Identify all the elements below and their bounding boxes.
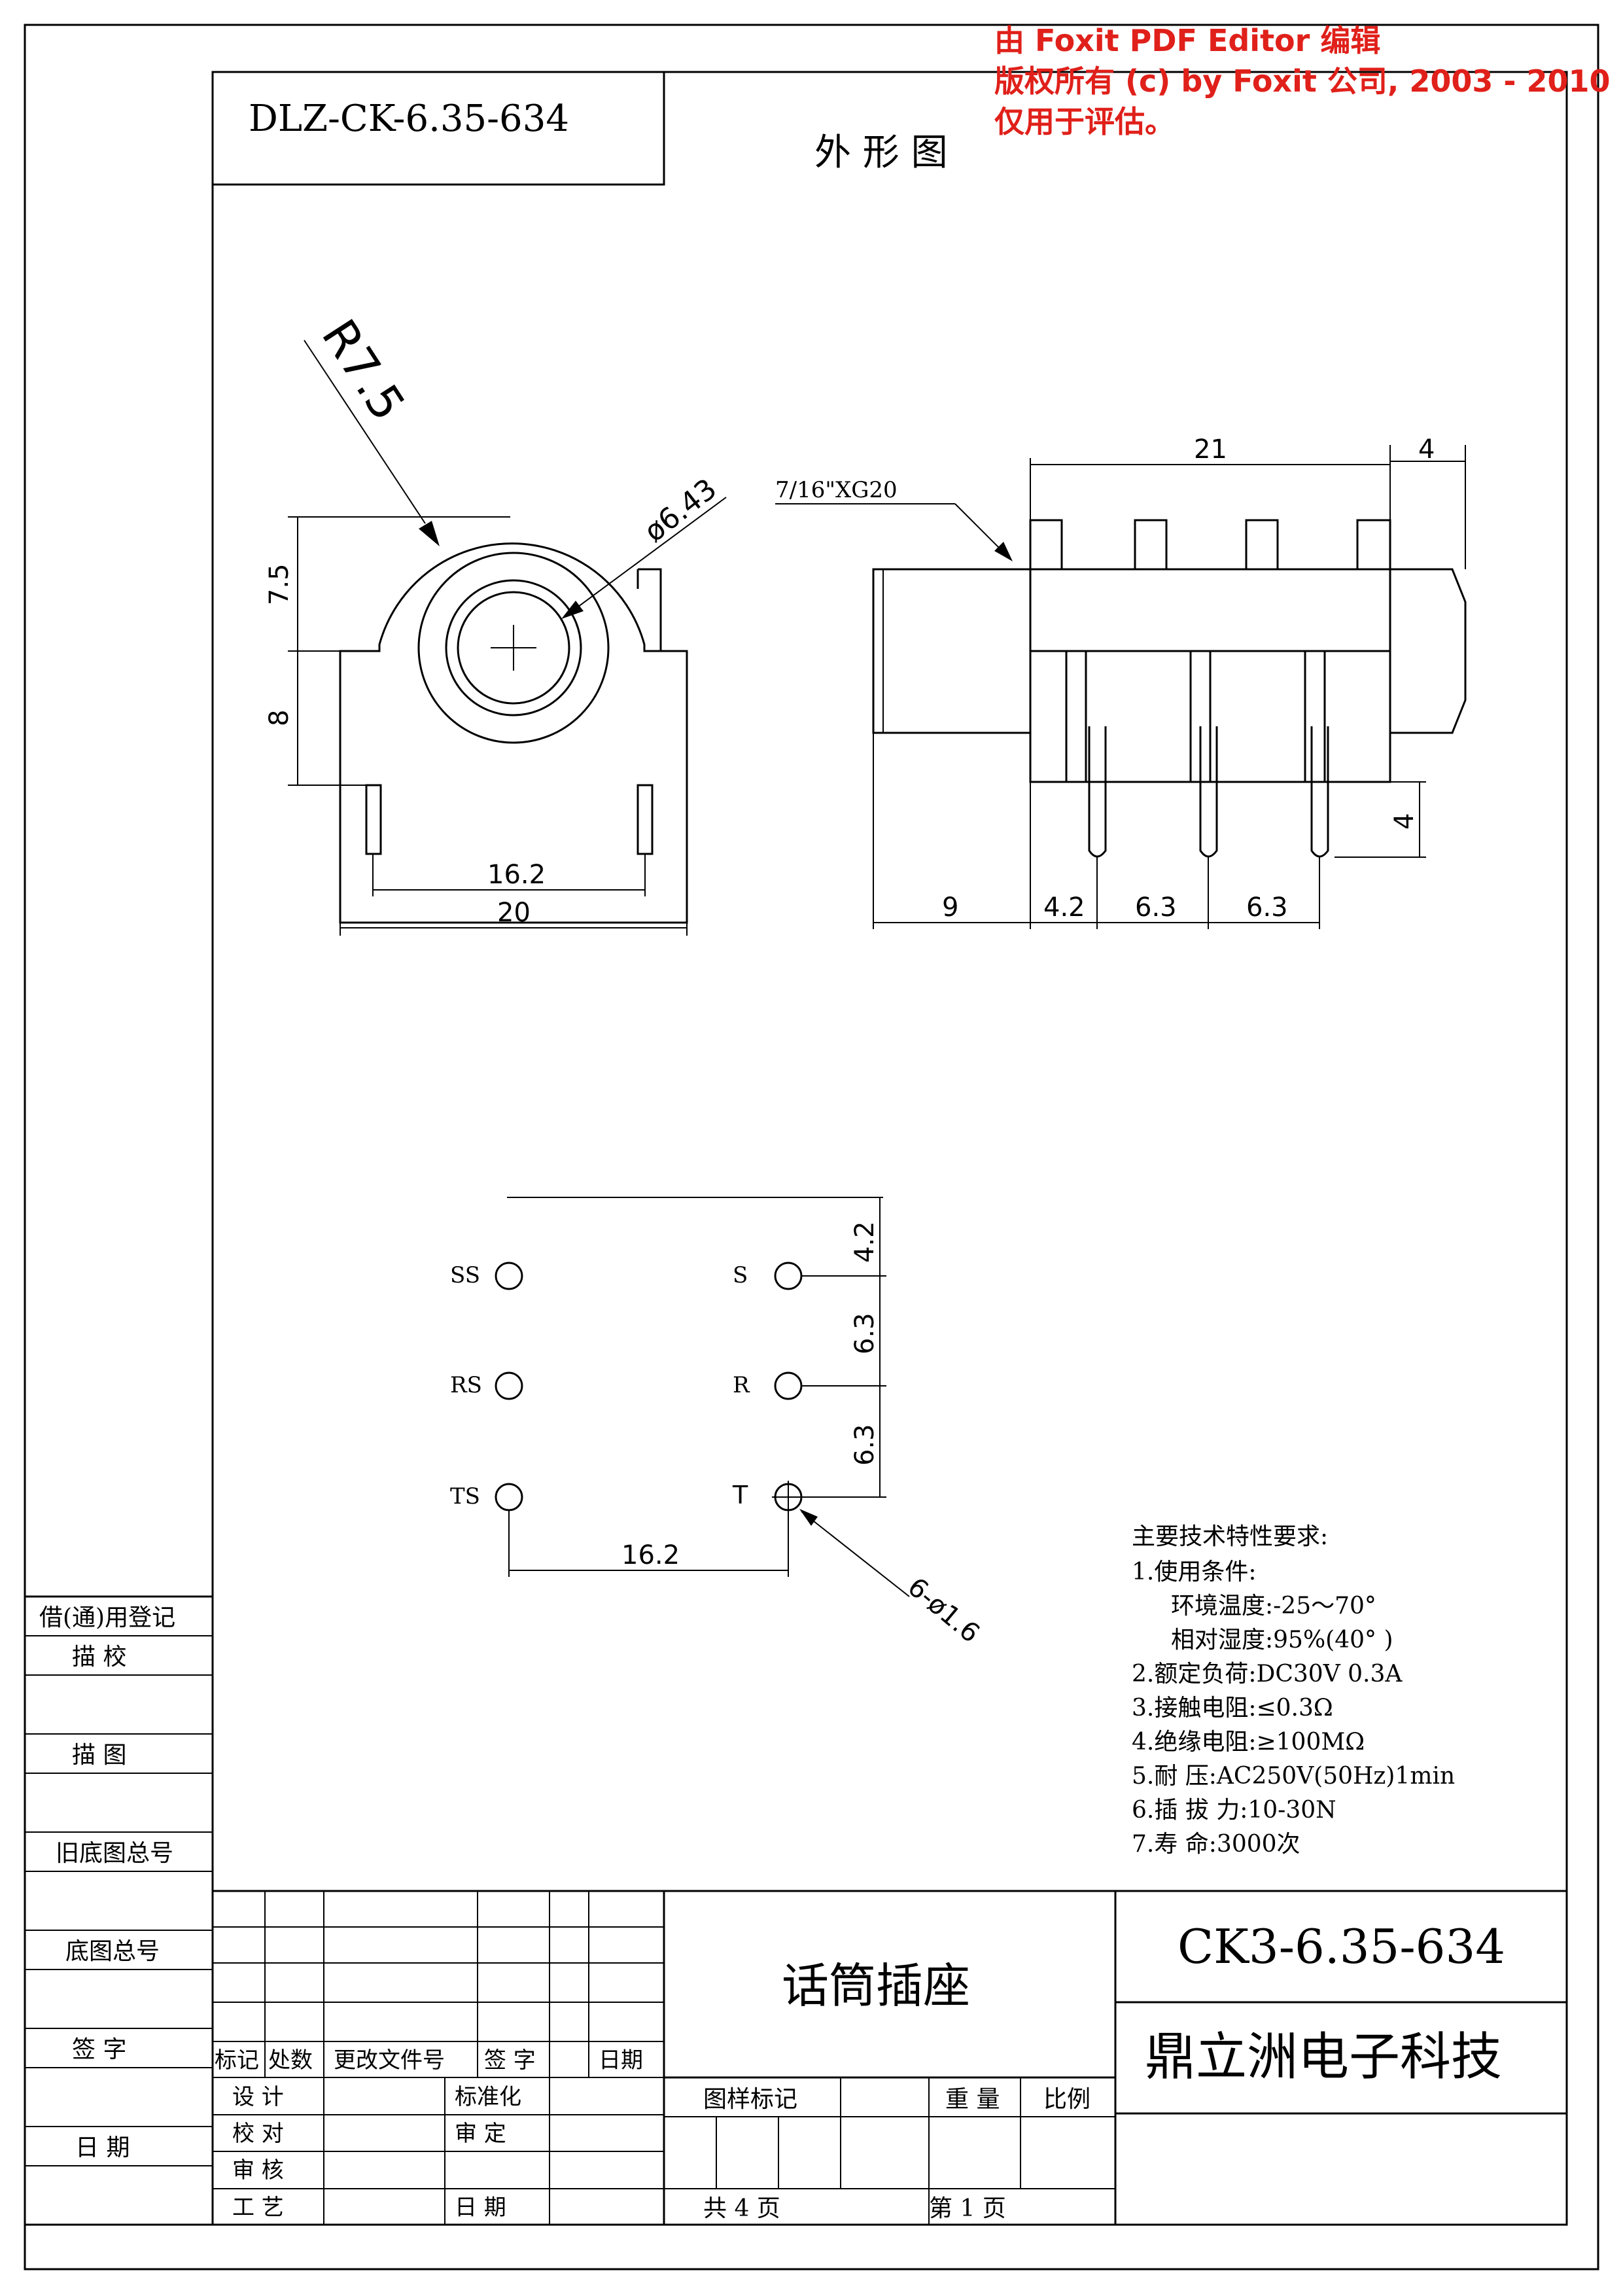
rev-header-sign: 签 字 (484, 2047, 536, 2074)
pin-dim-top: 4.2 (850, 1221, 880, 1263)
dim-height-bottom: 8 (264, 710, 294, 726)
title-block: 标记 处数 更改文件号 签 字 日期 设 计 校 对 审 核 工 艺 标准化 审… (213, 1890, 1567, 2225)
pin-label-s: S (733, 1262, 748, 1288)
spec-line-9: 7.寿 命:3000次 (1132, 1831, 1300, 1858)
specs-title: 主要技术特性要求: (1132, 1523, 1328, 1550)
sign-process: 工 艺 (232, 2195, 284, 2221)
spec-line-7: 5.耐 压:AC250V(50Hz)1min (1132, 1763, 1455, 1790)
dim-nose: 4 (1418, 434, 1435, 465)
spec-line-4: 2.额定负荷:DC30V 0.3A (1132, 1661, 1403, 1687)
left-cell-trace: 描 图 (72, 1742, 126, 1769)
total-pages: 共 4 页 (703, 2195, 780, 2222)
dim-pitch-3: 6.3 (1246, 892, 1288, 923)
dim-height-top: 7.5 (264, 563, 294, 605)
drawing-code-box (211, 71, 665, 186)
left-cell-old-number: 旧底图总号 (56, 1840, 173, 1867)
watermark-line-3: 仅用于评估。 (994, 104, 1175, 139)
pin-label-rs: RS (450, 1372, 482, 1398)
pin-dim-mid-2: 6.3 (850, 1424, 880, 1466)
sign-design: 设 计 (232, 2084, 284, 2110)
part-number: CK3-6.35-634 (1178, 1919, 1505, 1974)
rev-header-count: 处数 (268, 2047, 313, 2074)
sign-standard: 标准化 (455, 2084, 521, 2110)
sign-review: 审 核 (232, 2157, 284, 2183)
dim-width: 20 (497, 898, 531, 928)
dim-pin-spacing: 16.2 (487, 860, 546, 890)
drawing-code: DLZ-CK-6.35-634 (249, 97, 569, 140)
spec-line-6: 4.绝缘电阻:≥100MΩ (1132, 1729, 1365, 1756)
spec-line-1: 1.使用条件: (1132, 1559, 1256, 1585)
weight-label: 重 量 (945, 2086, 1000, 2113)
left-cell-signature: 签 字 (72, 2036, 126, 2063)
spec-line-3: 相对湿度:95%(40° ) (1171, 1627, 1393, 1653)
pin-label-r: R (733, 1372, 750, 1398)
dim-pin-len: 4 (1389, 813, 1420, 830)
company-name: 鼎立洲电子科技 (1145, 2028, 1502, 2087)
diameter-label: ø6.43 (638, 472, 723, 549)
dim-barrel: 9 (942, 892, 958, 923)
left-cell-borrow: 借(通)用登记 (39, 1604, 175, 1631)
scale-label: 比例 (1043, 2086, 1091, 2113)
spec-line-2: 环境温度:-25～70° (1171, 1593, 1376, 1619)
pin-label-t: T (732, 1481, 748, 1510)
radius-label: R7.5 (311, 310, 416, 431)
watermark-line-2: 版权所有 (c) by Foxit 公司, 2003 - 2010 (994, 63, 1611, 99)
hole-label: 6-ø1.6 (902, 1572, 986, 1648)
pin-dim-spacing: 16.2 (621, 1540, 680, 1570)
pin-layout-view: SS RS TS S R T 4.2 6.3 6.3 16.2 6-ø1.6 (450, 1197, 985, 1649)
sign-date: 日 期 (455, 2195, 506, 2221)
spec-line-5: 3.接触电阻:≤0.3Ω (1132, 1695, 1333, 1722)
left-registration-column: 借(通)用登记 描 校 描 图 旧底图总号 底图总号 签 字 日 期 (24, 1595, 214, 2226)
dim-pitch-2: 6.3 (1135, 892, 1177, 923)
view-title: 外 形 图 (814, 132, 948, 174)
left-cell-trace-check: 描 校 (72, 1644, 126, 1670)
technical-specs: 主要技术特性要求: 1.使用条件: 环境温度:-25～70° 相对湿度:95%(… (1132, 1523, 1455, 1858)
sign-proofread: 校 对 (232, 2121, 284, 2147)
rev-header-mark: 标记 (215, 2047, 259, 2074)
front-view: R7.5 ø6.43 7.5 8 16.2 20 (264, 310, 727, 936)
dim-pitch-1: 4.2 (1043, 892, 1085, 923)
product-name: 话筒插座 (782, 1958, 970, 2013)
watermark-line-1: 由 Foxit PDF Editor 编辑 (994, 23, 1380, 58)
side-view: 7/16"XG20 21 4 4 9 4.2 6.3 6.3 (775, 434, 1467, 929)
pin-label-ss: SS (450, 1262, 480, 1288)
thread-label: 7/16"XG20 (775, 477, 898, 503)
inner-frame (211, 71, 1568, 2226)
rev-header-doc: 更改文件号 (334, 2047, 445, 2074)
pin-dim-mid-1: 6.3 (850, 1313, 880, 1354)
outer-frame (24, 24, 1599, 2270)
sign-approve: 审 定 (455, 2121, 506, 2147)
left-cell-date: 日 期 (75, 2134, 130, 2161)
left-cell-base-number: 底图总号 (65, 1938, 160, 1965)
spec-line-8: 6.插 拔 力:10-30N (1132, 1797, 1336, 1824)
dim-length: 21 (1194, 434, 1227, 465)
rev-header-date: 日期 (599, 2047, 643, 2074)
page-number: 第 1 页 (929, 2195, 1006, 2222)
pin-label-ts: TS (450, 1483, 480, 1510)
marking-label: 图样标记 (703, 2086, 797, 2113)
